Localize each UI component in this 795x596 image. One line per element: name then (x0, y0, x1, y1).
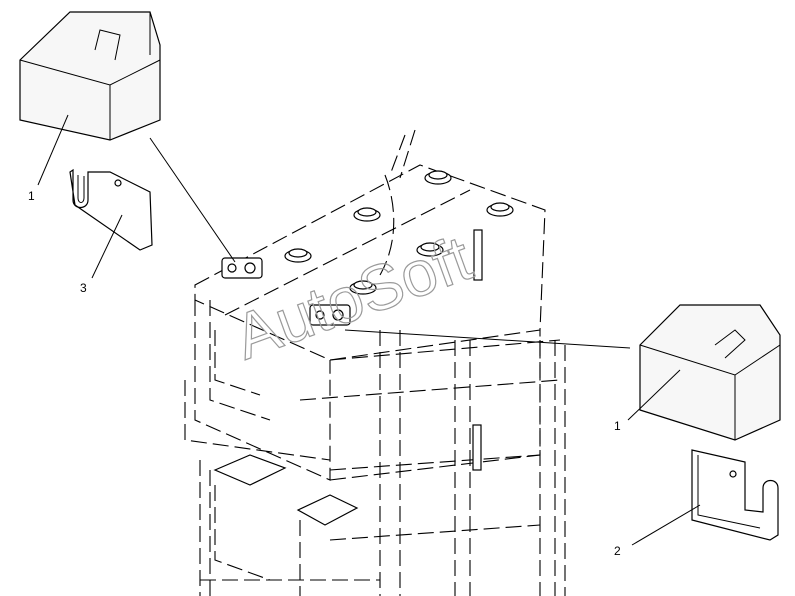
callout-1-top: 1 (28, 189, 35, 203)
lower-battery (213, 454, 359, 596)
terminal-clamp-right (309, 304, 351, 326)
terminal-cover-right (639, 304, 781, 441)
hook-bracket-3 (69, 168, 153, 251)
callout-3: 3 (80, 281, 87, 295)
callout-2: 2 (614, 544, 621, 558)
vent-caps (284, 170, 514, 295)
terminal-clamps (221, 257, 351, 326)
hold-down-rods (472, 229, 483, 471)
battery-tray-frame (184, 330, 566, 596)
upper-battery (194, 129, 546, 481)
callout-1-right: 1 (614, 419, 621, 433)
hook-bracket-2 (691, 449, 779, 541)
terminal-clamp-left (221, 257, 263, 279)
terminal-cover-top-left (19, 11, 161, 141)
leader-lines (37, 114, 701, 546)
